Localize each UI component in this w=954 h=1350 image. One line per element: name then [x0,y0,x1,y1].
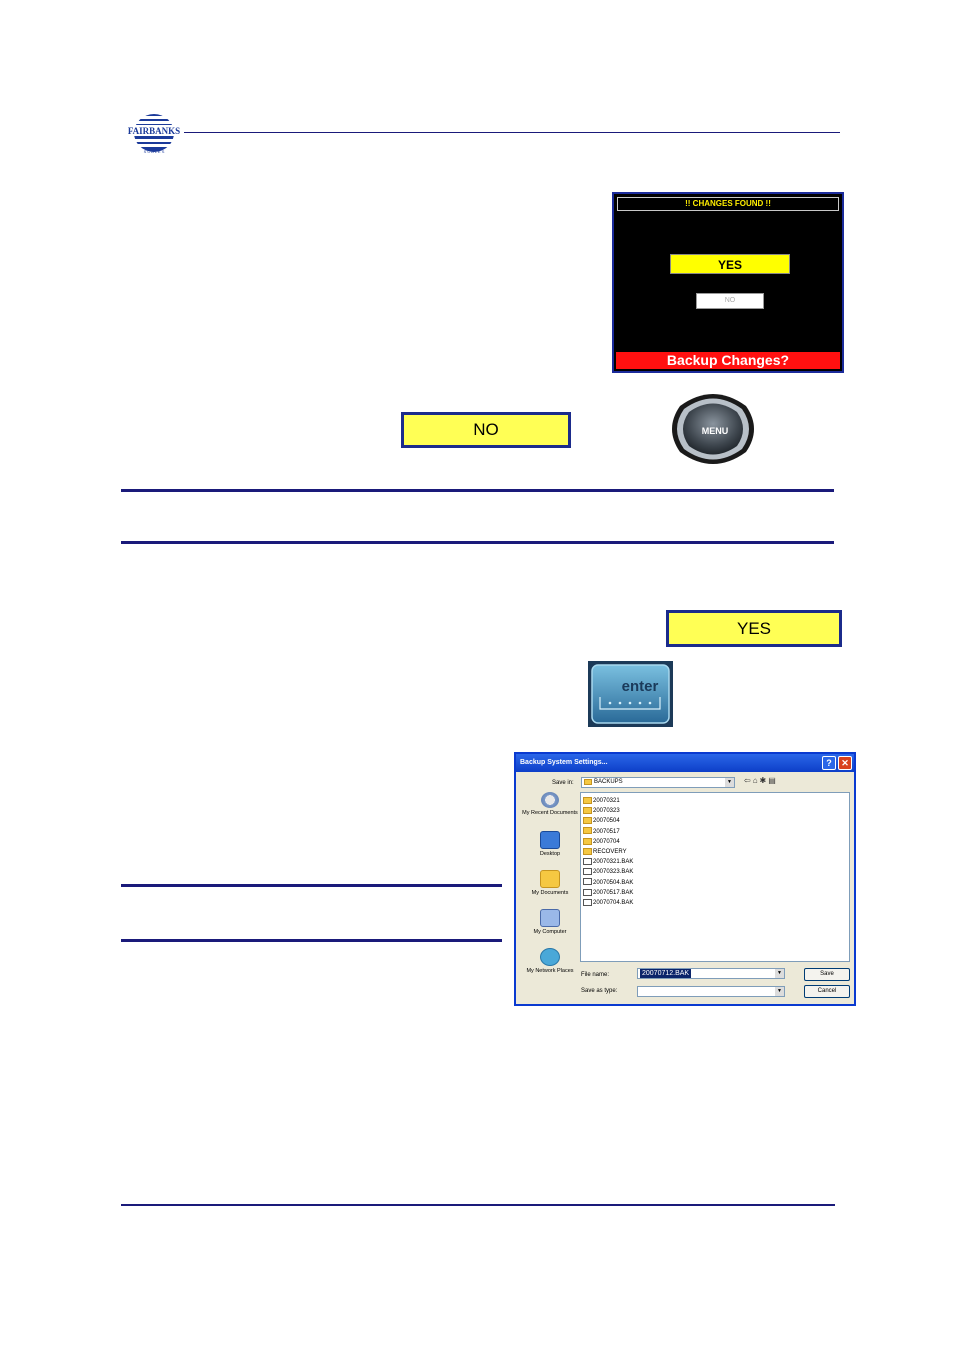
folder-icon [583,827,592,835]
footer-rule [121,1204,835,1206]
dialog-title: Backup System Settings... [520,759,608,766]
place-label: Desktop [539,851,561,857]
screen-no-option[interactable]: NO [696,293,764,309]
file-name: 20070504.BAK [593,879,634,886]
view-menu-icon[interactable]: ▤ [768,776,778,785]
list-item[interactable]: RECOVERY [583,847,847,857]
file-name: 20070323 [593,808,620,815]
save-in-value: BACKUPS [594,779,623,785]
list-item[interactable]: 20070321.BAK [583,857,847,867]
new-folder-icon[interactable]: ✱ [759,776,769,785]
menu-key-graphic: MENU [672,394,754,464]
place-desktop[interactable]: Desktop [520,831,580,870]
file-icon [583,878,592,886]
menu-key[interactable]: MENU [670,388,756,470]
file-name: 20070517 [593,828,620,835]
folder-icon [584,779,592,785]
chevron-down-icon[interactable]: ▼ [775,987,784,996]
file-icon [583,858,592,866]
enter-key-graphic: enter [588,661,673,727]
backup-settings-dialog: Backup System Settings... ? ✕ Save in: B… [514,752,856,1006]
screen-title: !! CHANGES FOUND !! [617,197,839,211]
yes-button[interactable]: YES [666,610,842,647]
dialog-titlebar: Backup System Settings... ? ✕ [516,754,854,772]
file-name: RECOVERY [593,848,627,855]
up-folder-icon[interactable]: ⌂ [752,776,760,785]
file-name-label: File name: [581,972,610,978]
logo-subtext: S C A L E S [144,149,165,154]
chevron-down-icon[interactable]: ▼ [725,778,734,787]
file-name: 20070704.BAK [593,899,634,906]
screen-yes-option[interactable]: YES [670,254,790,274]
close-button[interactable]: ✕ [838,756,852,770]
file-name: 20070321 [593,798,620,804]
file-name: 20070704 [593,838,620,845]
list-item[interactable]: 20070504.BAK [583,878,847,888]
network-places-icon [540,948,560,966]
enter-key-label: enter [622,678,659,695]
note-rule-bottom-2 [121,939,502,942]
recent-documents-icon [541,792,559,808]
dialog-toolbar: ⇦⌂✱▤ [744,776,778,785]
help-button[interactable]: ? [822,756,836,770]
file-icon [583,868,592,876]
menu-key-label: MENU [702,426,729,436]
file-icon [583,888,592,896]
enter-key[interactable]: enter [588,661,673,727]
folder-icon [583,837,592,845]
file-icon [583,898,592,906]
save-button[interactable]: Save [804,968,850,981]
place-label: My Network Places [526,968,574,974]
file-name-value: 20070712.BAK [640,969,692,978]
list-item[interactable]: 20070323.BAK [583,867,847,877]
fairbanks-logo: FAIRBANKS S C A L E S [124,112,184,154]
list-item[interactable]: 20070517.BAK [583,888,847,898]
note-rule-bottom [121,541,834,544]
place-my-computer[interactable]: My Computer [520,909,580,948]
place-recent-documents[interactable]: My Recent Documents [520,792,580,831]
list-item[interactable]: 20070504 [583,816,847,826]
cancel-button[interactable]: Cancel [804,985,850,998]
note-rule-top-2 [121,884,502,887]
file-list: 20070321 20070323 20070504 20070517 2007… [580,792,850,962]
file-name: 20070504 [593,818,620,825]
my-computer-icon [540,909,560,927]
logo-text: FAIRBANKS [128,126,180,136]
place-my-documents[interactable]: My Documents [520,870,580,909]
list-item[interactable]: 20070323 [583,806,847,816]
folder-icon [583,796,592,804]
my-documents-icon [540,870,560,888]
place-network-places[interactable]: My Network Places [520,948,580,987]
folder-icon [583,817,592,825]
places-bar: My Recent Documents Desktop My Documents… [520,792,580,987]
chevron-down-icon[interactable]: ▼ [775,969,784,978]
list-item[interactable]: 20070517 [583,827,847,837]
no-button[interactable]: NO [401,412,571,448]
save-as-type-label: Save as type: [581,988,618,994]
place-label: My Documents [531,890,569,896]
logo-graphic: FAIRBANKS S C A L E S [124,114,184,154]
back-arrow-icon[interactable]: ⇦ [744,776,753,785]
list-item[interactable]: 20070321 [583,796,847,806]
file-name: 20070323.BAK [593,869,634,876]
file-name: 20070517.BAK [593,889,634,896]
place-label: My Recent Documents [522,810,578,816]
screen-footer-prompt: Backup Changes? [616,352,840,369]
save-in-dropdown[interactable]: BACKUPS ▼ [581,777,735,788]
folder-icon [583,807,592,815]
save-in-label: Save in: [552,780,574,786]
list-item[interactable]: 20070704 [583,837,847,847]
desktop-icon [540,831,560,849]
file-name-field[interactable]: 20070712.BAK ▼ [637,968,785,979]
list-item[interactable]: 20070704.BAK [583,898,847,908]
place-label: My Computer [533,929,567,935]
header-rule [184,132,840,133]
save-as-type-dropdown[interactable]: ▼ [637,986,785,997]
folder-icon [583,847,592,855]
note-rule-top [121,489,834,492]
changes-found-screen: !! CHANGES FOUND !! YES NO Backup Change… [612,192,844,373]
file-name: 20070321.BAK [593,859,634,866]
